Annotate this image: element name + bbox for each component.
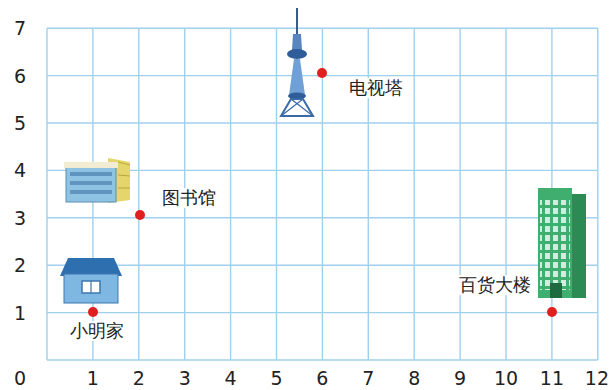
location-dots (88, 68, 557, 317)
y-axis-number: 3 (14, 207, 26, 228)
x-axis-number: 5 (270, 368, 282, 389)
library-icon (64, 158, 130, 203)
house-icon (60, 258, 122, 303)
x-axis-number: 11 (540, 368, 564, 389)
x-axis-number: 4 (225, 368, 237, 389)
origin-label: 0 (14, 368, 26, 389)
y-axis-number: 5 (14, 113, 26, 134)
x-axis-number: 3 (179, 368, 191, 389)
place-name: 百货大楼 (457, 275, 533, 295)
place-name: 小明家 (68, 321, 126, 341)
y-axis-number: 2 (14, 255, 26, 276)
x-axis-number: 8 (408, 368, 420, 389)
y-axis-number: 7 (14, 18, 26, 39)
y-axis-number: 1 (14, 302, 26, 323)
x-axis-number: 9 (454, 368, 466, 389)
x-axis-number: 7 (362, 368, 374, 389)
x-axis-number: 6 (316, 368, 328, 389)
place-name: 图书馆 (160, 188, 218, 208)
x-axis-number: 12 (585, 368, 609, 389)
x-axis-number: 10 (494, 368, 518, 389)
y-axis-number: 4 (14, 160, 26, 181)
x-axis-number: 1 (87, 368, 99, 389)
department-store-icon (538, 188, 586, 298)
x-axis-number: 2 (133, 368, 145, 389)
place-name: 电视塔 (347, 78, 405, 98)
tv-tower-icon (281, 8, 313, 116)
y-axis-number: 6 (14, 65, 26, 86)
